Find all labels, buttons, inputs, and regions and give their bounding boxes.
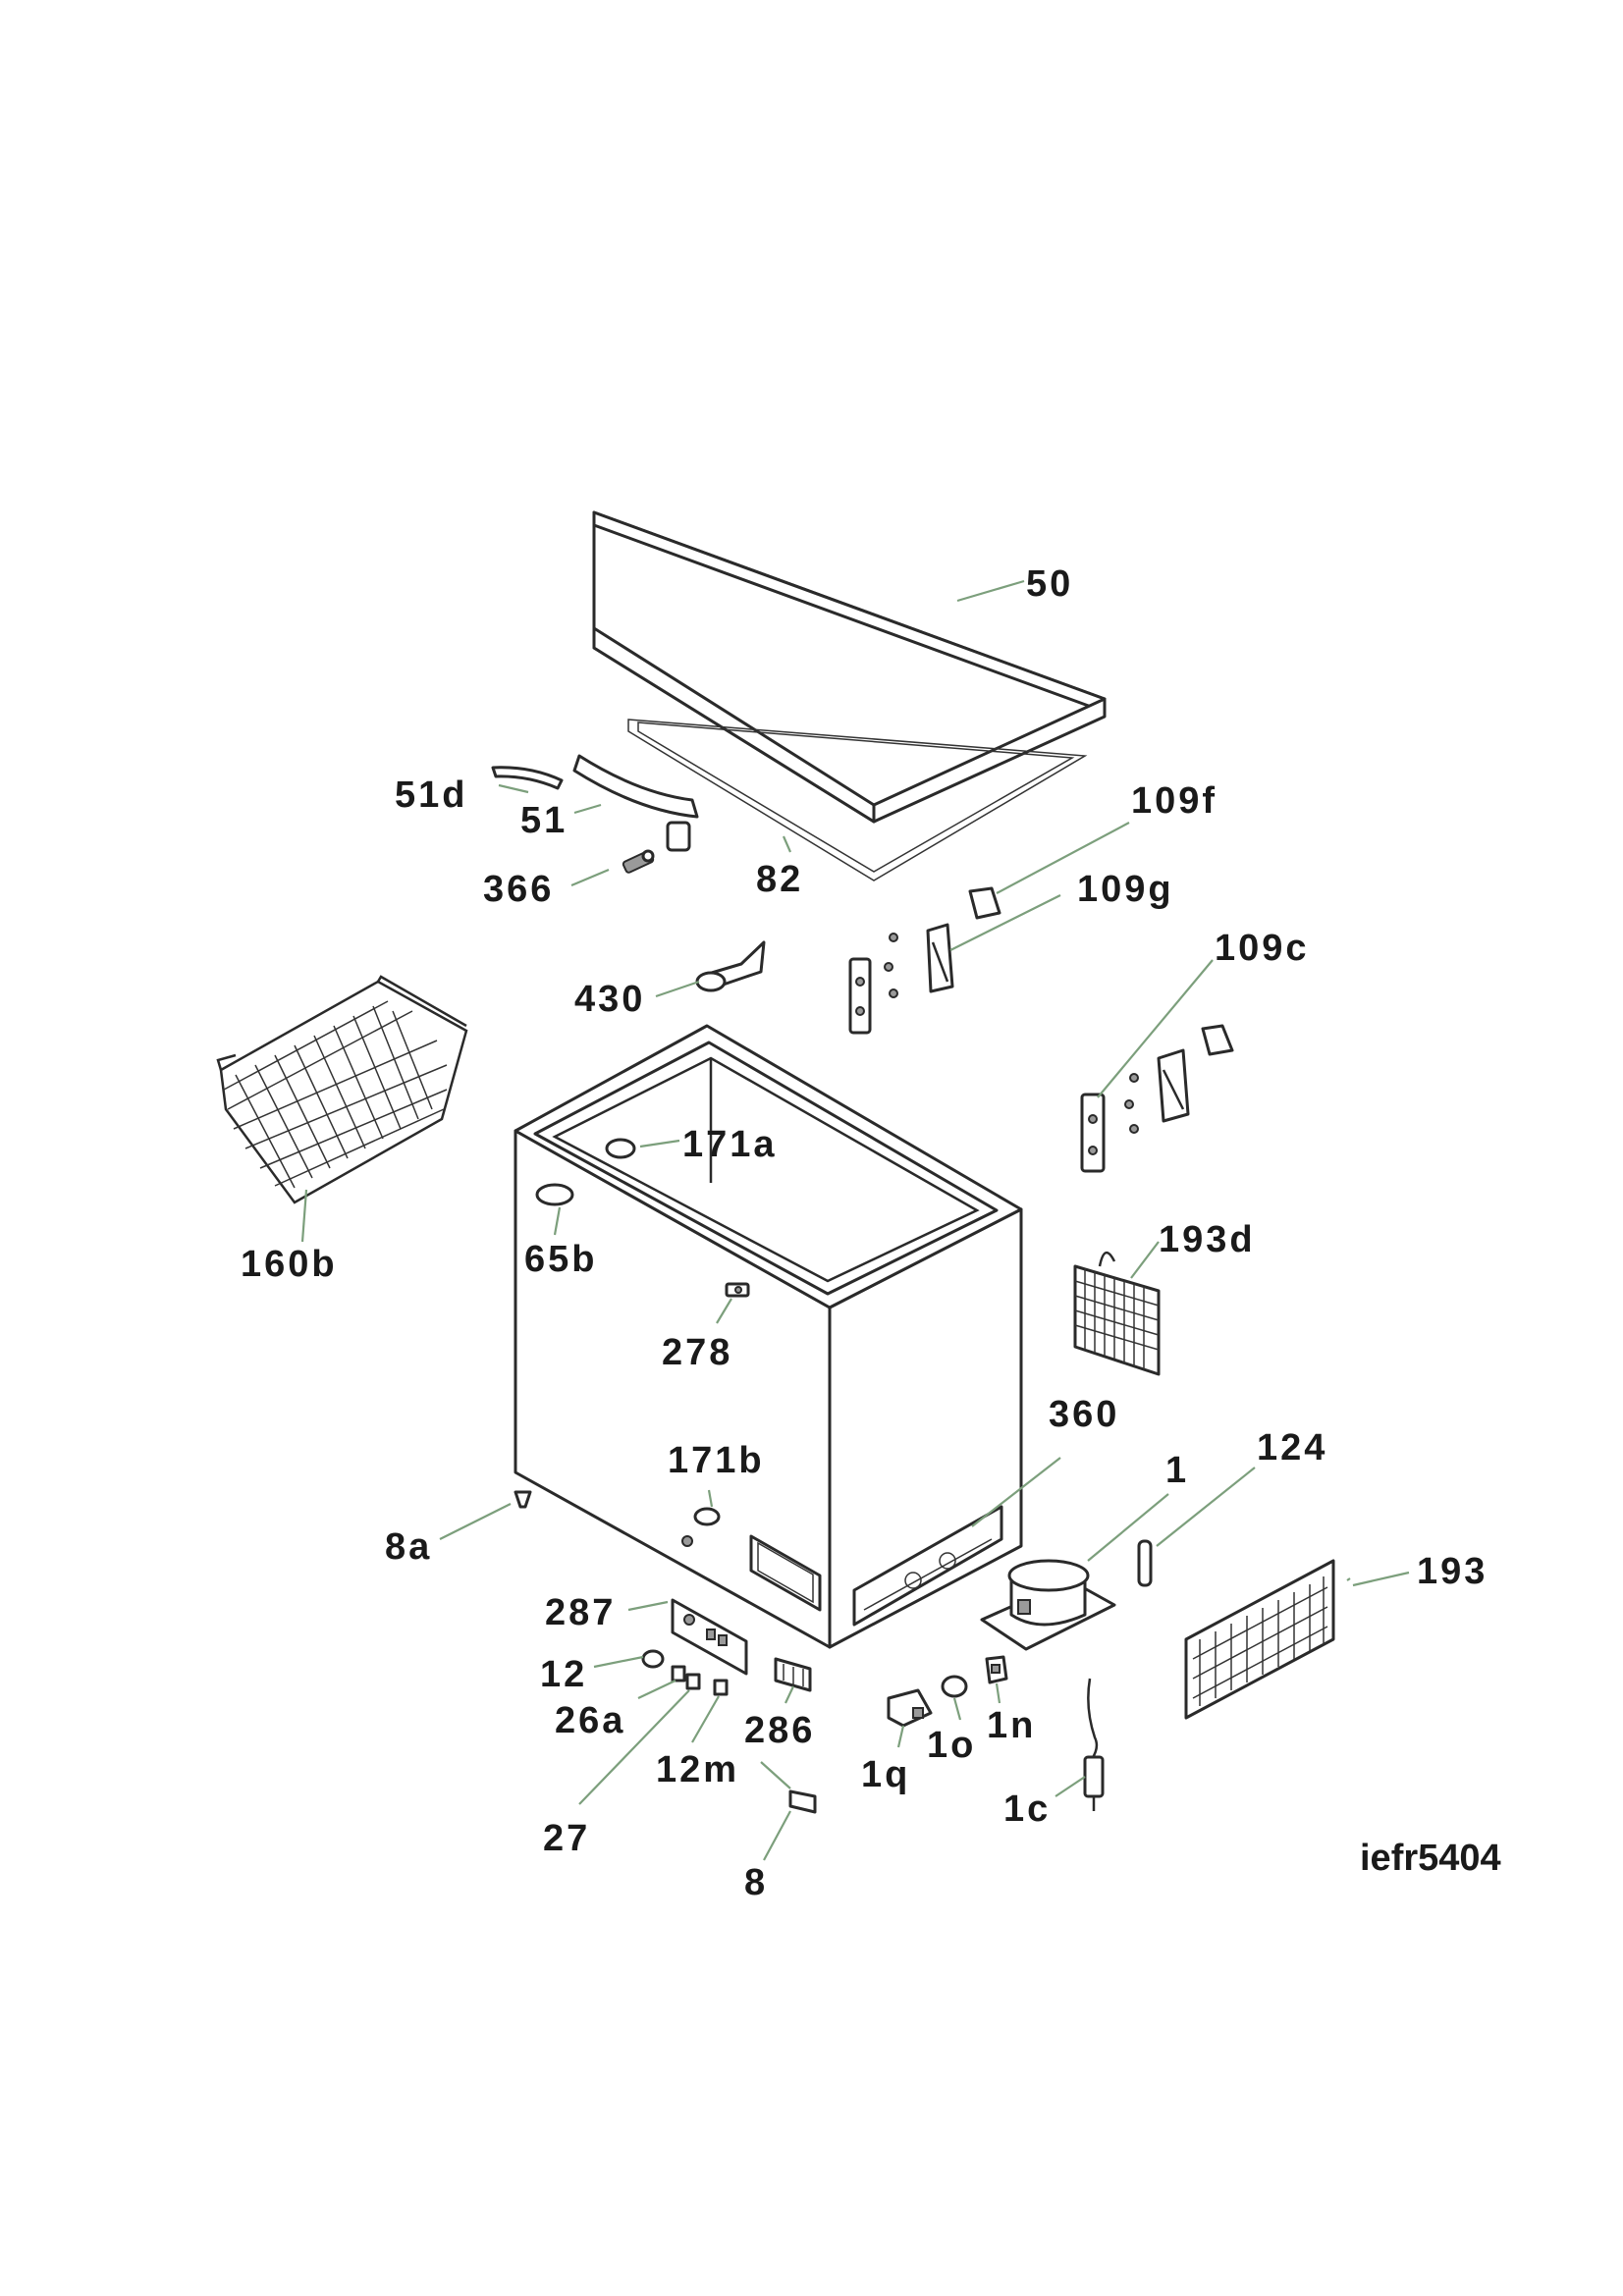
- part-labels: 50 51d 51 109f 82 366 109g 109c 430 171a…: [241, 563, 1501, 1903]
- foot-8a: [514, 1490, 532, 1509]
- filter-drier: [1137, 1539, 1153, 1587]
- lock-cylinder-278: [725, 1282, 750, 1298]
- drain-171b-hole: [681, 1535, 693, 1547]
- label-65b: 65b: [524, 1239, 597, 1280]
- handle: [572, 754, 699, 852]
- lid-gasket: [627, 719, 1088, 881]
- label-8a: 8a: [385, 1526, 432, 1568]
- label-430: 430: [574, 979, 645, 1020]
- condenser-coil: [1073, 1252, 1161, 1376]
- label-171b: 171b: [668, 1440, 765, 1481]
- label-51: 51: [520, 800, 568, 841]
- connector-8: [788, 1789, 817, 1814]
- label-160b: 160b: [241, 1244, 338, 1285]
- control-panel: [671, 1598, 748, 1676]
- back-grille: [1184, 1559, 1335, 1720]
- label-1q: 1q: [861, 1754, 910, 1795]
- label-286: 286: [744, 1710, 815, 1751]
- label-360: 360: [1049, 1394, 1119, 1435]
- label-366: 366: [483, 869, 554, 910]
- label-193: 193: [1417, 1551, 1488, 1592]
- overload-1o: [941, 1675, 968, 1698]
- switch-12m: [713, 1679, 729, 1696]
- hinge-set-lower: [1080, 1024, 1234, 1173]
- label-1o: 1o: [927, 1725, 976, 1766]
- label-26a: 26a: [555, 1700, 625, 1741]
- hinge-set-upper: [848, 886, 1001, 1035]
- label-287: 287: [545, 1592, 616, 1633]
- label-109g: 109g: [1077, 869, 1174, 910]
- label-124: 124: [1257, 1427, 1327, 1468]
- label-109c: 109c: [1215, 928, 1310, 969]
- label-1: 1: [1165, 1450, 1189, 1491]
- label-82: 82: [756, 859, 803, 900]
- capacitor-1c: [1083, 1678, 1105, 1811]
- label-27: 27: [543, 1818, 590, 1859]
- label-50: 50: [1026, 563, 1073, 605]
- label-12: 12: [540, 1654, 587, 1695]
- thermostat-knob-171a: [605, 1138, 636, 1159]
- handle-cover: [491, 766, 564, 790]
- basket: [216, 975, 468, 1204]
- lid: [592, 510, 1107, 824]
- compressor: [980, 1559, 1116, 1651]
- label-12m: 12m: [656, 1749, 739, 1790]
- label-278: 278: [662, 1332, 732, 1373]
- leader-lines: [300, 579, 1410, 1861]
- ice-scraper: [695, 940, 766, 992]
- relay-1q: [887, 1688, 933, 1728]
- knob-12: [641, 1649, 665, 1669]
- badge-65b: [535, 1183, 574, 1206]
- label-51d: 51d: [395, 774, 467, 816]
- label-109f: 109f: [1131, 780, 1217, 822]
- cabinet: [514, 1024, 1023, 1649]
- label-193d: 193d: [1159, 1219, 1256, 1260]
- label-1n: 1n: [987, 1705, 1036, 1746]
- label-1c: 1c: [1003, 1789, 1051, 1830]
- label-8: 8: [744, 1862, 768, 1903]
- terminal-1n: [985, 1655, 1008, 1684]
- label-171a: 171a: [682, 1124, 778, 1165]
- reference-code: iefr5404: [1360, 1838, 1501, 1879]
- terminal-block-286: [774, 1657, 812, 1692]
- lamp-27: [685, 1673, 701, 1690]
- drain-plug-171b: [693, 1507, 721, 1526]
- lamp-26a: [671, 1665, 686, 1682]
- lock: [622, 849, 655, 874]
